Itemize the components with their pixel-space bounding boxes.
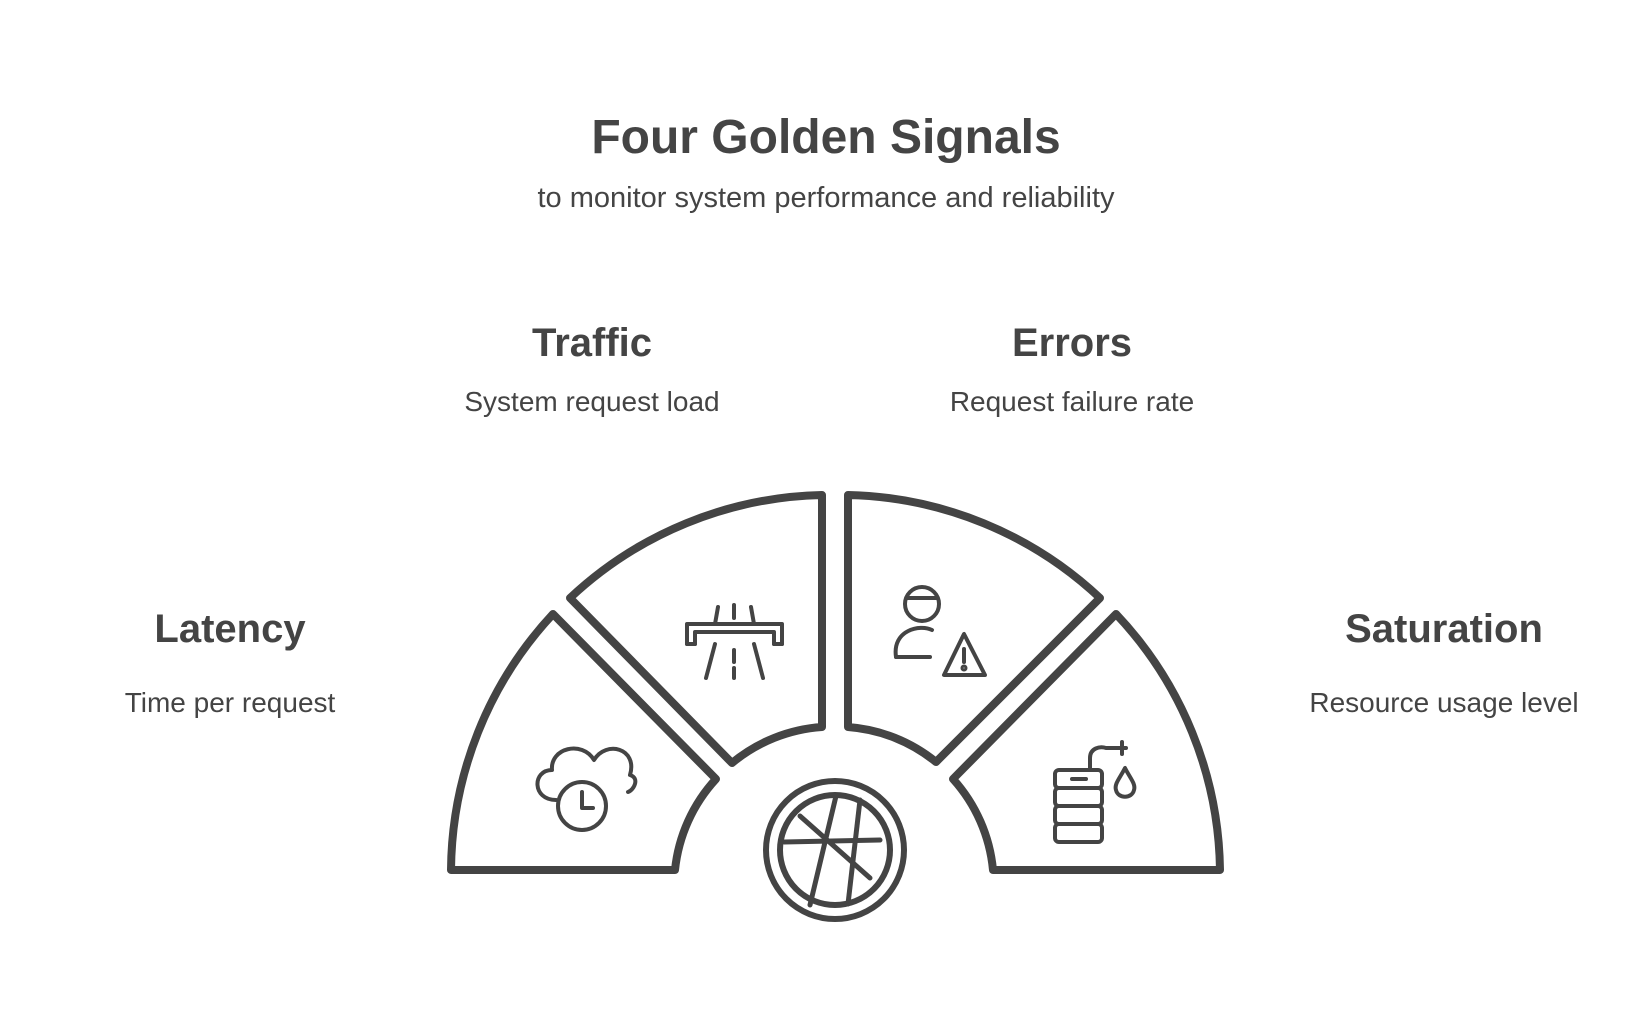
page-subtitle: to monitor system performance and reliab…: [537, 182, 1115, 214]
segment-traffic: [566, 491, 826, 767]
segment-latency: [447, 610, 720, 874]
signal-saturation-title: Saturation: [1345, 607, 1543, 651]
segment-saturation: [949, 610, 1224, 874]
cloud-clock-icon: [535, 746, 638, 832]
server-drop-icon: [1053, 740, 1137, 844]
page-title: Four Golden Signals: [591, 111, 1061, 164]
signal-errors-description: Request failure rate: [949, 386, 1195, 417]
signal-errors-title: Errors: [1011, 321, 1133, 365]
segment-errors: [844, 491, 1104, 766]
highway-road-icon: [685, 603, 784, 680]
signal-latency-description: Time per request: [124, 687, 336, 718]
signal-saturation-description: Resource usage level: [1309, 687, 1579, 718]
globe-icon: [763, 778, 907, 922]
user-warning-icon: [893, 585, 987, 677]
signal-latency-title: Latency: [154, 607, 306, 651]
signal-traffic-description: System request load: [464, 386, 720, 417]
signal-traffic-title: Traffic: [531, 321, 653, 365]
